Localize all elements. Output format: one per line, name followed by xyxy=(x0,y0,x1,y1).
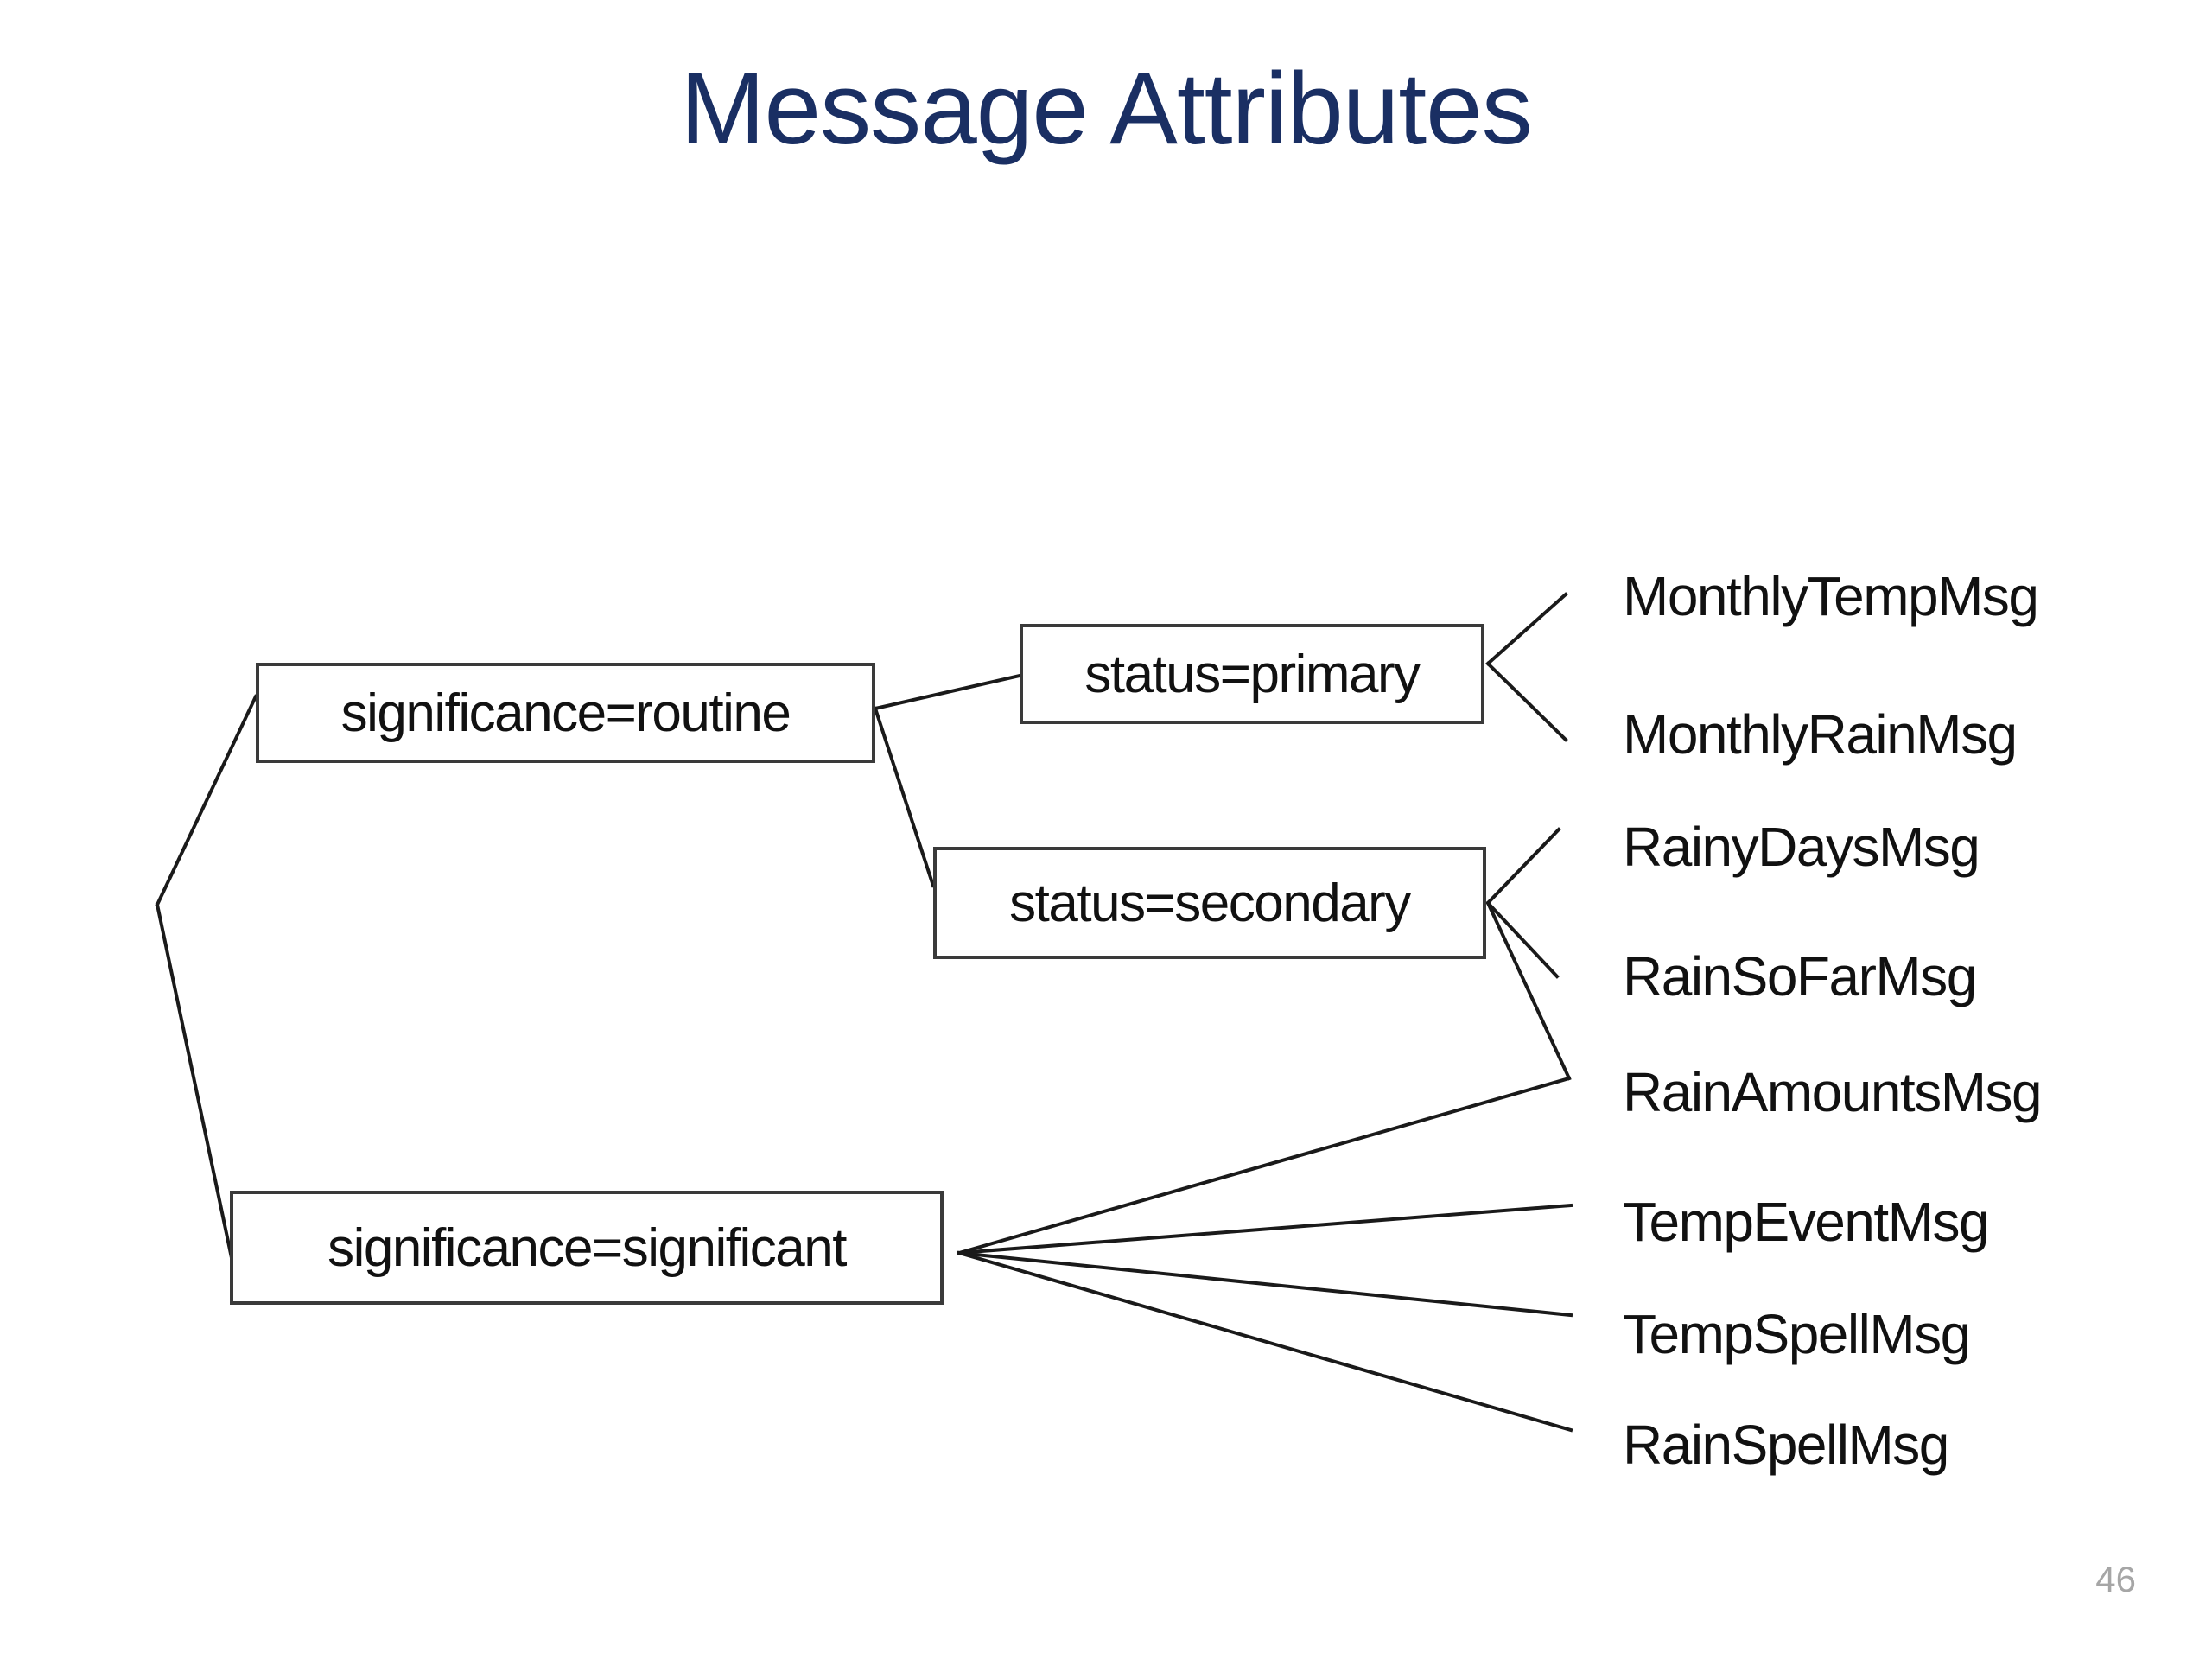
leaf-monthly-rain-msg: MonthlyRainMsg xyxy=(1623,703,2018,766)
leaf-rainy-days-msg: RainyDaysMsg xyxy=(1623,816,1980,878)
node-label: significance=routine xyxy=(340,683,791,743)
edge-secondary-to-rain-amounts-msg xyxy=(1485,900,1572,1081)
node-significance-significant[interactable]: significance=significant xyxy=(230,1191,944,1305)
leaf-rain-so-far-msg: RainSoFarMsg xyxy=(1623,945,1977,1007)
leaf-rain-amounts-msg: RainAmountsMsg xyxy=(1623,1061,2043,1123)
edge-layer xyxy=(155,592,1573,1433)
edge-secondary-to-rainy-days-msg xyxy=(1485,827,1561,906)
edge-primary-to-monthly-temp-msg xyxy=(1485,592,1568,666)
edge-significant-to-rain-amounts-msg xyxy=(957,1076,1572,1255)
leaf-temp-spell-msg: TempSpellMsg xyxy=(1623,1303,1971,1365)
edge-root-to-significant xyxy=(155,902,237,1273)
edge-routine-to-primary xyxy=(873,673,1022,711)
page-number: 46 xyxy=(2095,1559,2136,1599)
edge-secondary-to-rain-so-far-msg xyxy=(1485,900,1560,979)
leaf-temp-event-msg: TempEventMsg xyxy=(1623,1191,1990,1253)
node-label: significance=significant xyxy=(327,1217,847,1278)
edge-significant-to-temp-event-msg xyxy=(957,1203,1573,1255)
edge-significant-to-rain-spell-msg xyxy=(957,1250,1573,1433)
node-status-primary[interactable]: status=primary xyxy=(1020,624,1484,724)
leaf-rain-spell-msg: RainSpellMsg xyxy=(1623,1414,1949,1476)
node-label: status=primary xyxy=(1084,644,1421,704)
edge-significant-to-temp-spell-msg xyxy=(957,1250,1573,1318)
edge-root-to-routine xyxy=(155,694,258,907)
node-significance-routine[interactable]: significance=routine xyxy=(256,663,875,763)
page-title: Message Attributes xyxy=(680,52,1533,166)
edge-primary-to-monthly-rain-msg xyxy=(1485,661,1568,742)
node-label: status=secondary xyxy=(1009,873,1411,933)
leaf-monthly-temp-msg: MonthlyTempMsg xyxy=(1623,565,2039,627)
node-status-secondary[interactable]: status=secondary xyxy=(933,847,1486,959)
edge-routine-to-secondary xyxy=(873,706,936,888)
